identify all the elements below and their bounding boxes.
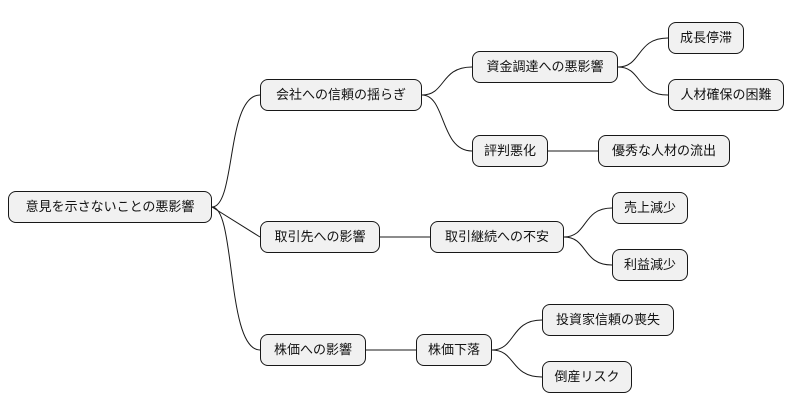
node-funding-impact-label: 資金調達への悪影響 [486,59,604,75]
node-funding-impact[interactable]: 資金調達への悪影響 [472,51,618,83]
node-bankruptcy-risk-label: 倒産リスク [554,369,620,385]
node-root[interactable]: 意見を示さないことの悪影響 [8,191,212,223]
node-root-label: 意見を示さないことの悪影響 [25,199,195,215]
node-stock-impact[interactable]: 株価への影響 [260,334,366,366]
node-talent-outflow-label: 優秀な人材の流出 [611,143,716,159]
node-stock-decline[interactable]: 株価下落 [416,334,492,366]
node-growth-stagnation[interactable]: 成長停滞 [668,22,744,54]
node-sales-decline[interactable]: 売上減少 [612,192,688,224]
link-root-partners [211,206,261,238]
node-sales-decline-label: 売上減少 [623,200,676,216]
link-root-stock [211,206,261,351]
node-growth-stagnation-label: 成長停滞 [679,30,732,46]
node-bankruptcy-risk[interactable]: 倒産リスク [542,361,632,393]
node-investor-trust-loss[interactable]: 投資家信頼の喪失 [542,304,674,336]
node-partner-impact[interactable]: 取引先への影響 [260,221,380,253]
node-stock-decline-label: 株価下落 [427,342,480,358]
node-company-trust-label: 会社への信頼の揺らぎ [275,87,406,103]
link-anxiety-sales [563,207,613,238]
node-talent-outflow[interactable]: 優秀な人材の流出 [598,135,730,167]
node-hiring-difficulty-label: 人材確保の困難 [680,87,772,103]
node-company-trust[interactable]: 会社への信頼の揺らぎ [260,79,422,111]
node-profit-decline[interactable]: 利益減少 [612,249,688,281]
link-trust-funding [421,66,473,96]
link-decline-bankruptcy [491,349,543,378]
node-reputation-decline-label: 評判悪化 [483,143,536,159]
link-anxiety-profit [563,236,613,266]
node-stock-impact-label: 株価への影響 [273,342,352,358]
node-profit-decline-label: 利益減少 [623,257,676,273]
link-trust-reputation [421,94,473,152]
node-hiring-difficulty[interactable]: 人材確保の困難 [668,79,784,111]
link-funding-stagnation [617,37,669,68]
link-decline-investors [491,319,543,351]
node-reputation-decline[interactable]: 評判悪化 [472,135,548,167]
node-investor-trust-loss-label: 投資家信頼の喪失 [555,312,660,328]
link-funding-hiring [617,66,669,96]
node-partner-impact-label: 取引先への影響 [274,229,366,245]
node-business-anxiety-label: 取引継続への不安 [444,229,549,245]
link-root-trust [211,94,261,208]
node-business-anxiety[interactable]: 取引継続への不安 [430,221,564,253]
